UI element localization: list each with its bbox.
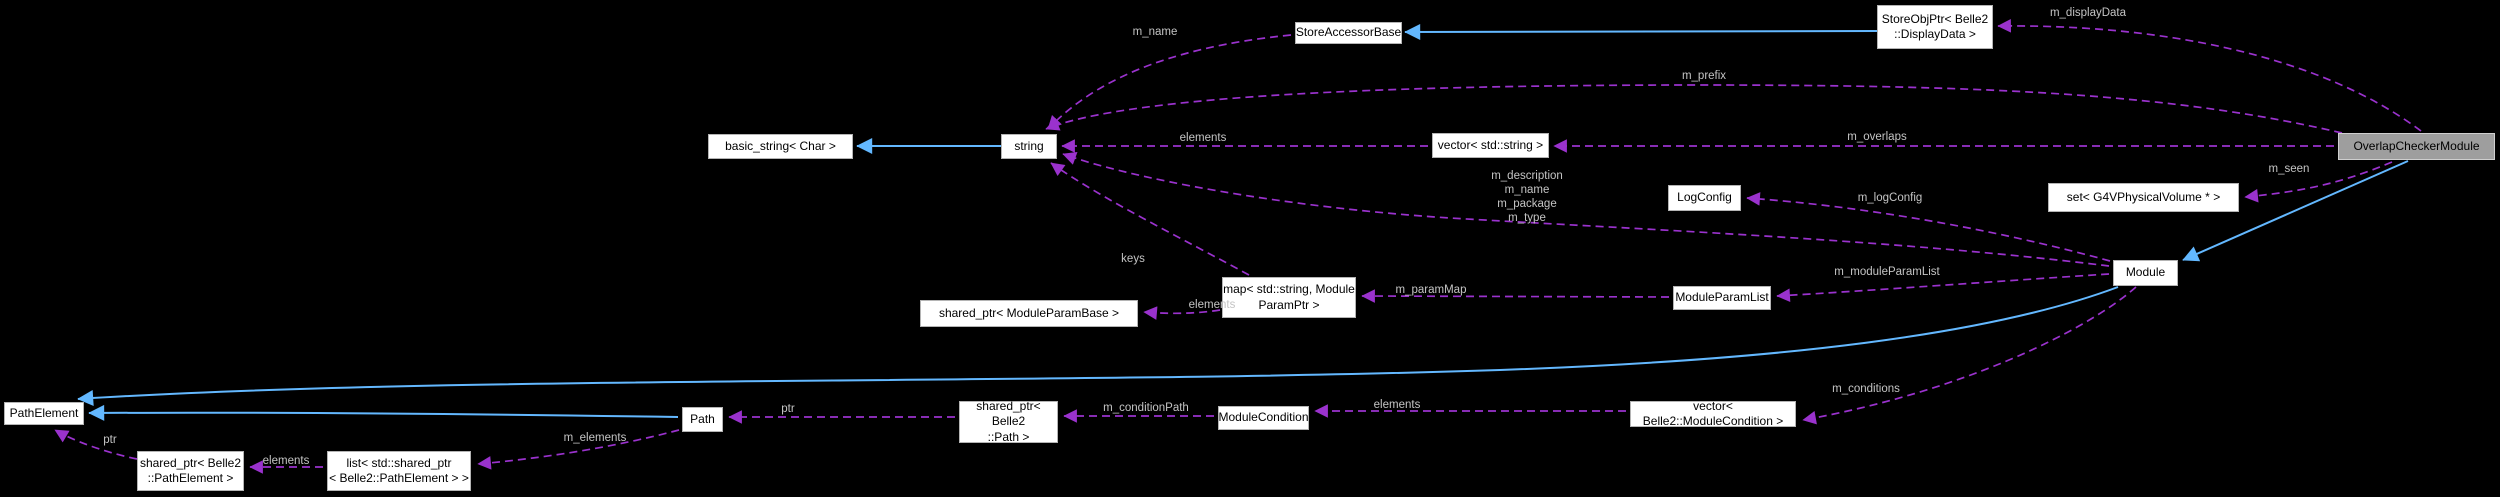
- node-store-accessor-base[interactable]: StoreAccessorBase: [1295, 22, 1402, 44]
- node-label: OverlapCheckerModule: [2353, 138, 2480, 153]
- node-log-config[interactable]: LogConfig: [1668, 185, 1741, 211]
- edge-m-seen: [2244, 161, 2393, 203]
- node-label: shared_ptr< Belle2 ::Path >: [976, 398, 1041, 444]
- edge-label-m-displaydata: m_displayData: [2049, 6, 2127, 19]
- node-label: PathElement: [9, 405, 79, 420]
- node-path-element[interactable]: PathElement: [4, 402, 84, 425]
- edge-module-string-members: [1062, 151, 2110, 267]
- node-label: vector< std::string >: [1437, 137, 1544, 152]
- node-shared-ptr-path: shared_ptr< Belle2 ::Path >: [959, 398, 1058, 444]
- edge-path-pathelement: [88, 404, 679, 421]
- node-label: vector< Belle2::ModuleCondition >: [1642, 398, 1784, 428]
- node-label: Path: [690, 411, 715, 426]
- node-label: StoreObjPtr< Belle2 ::DisplayData >: [1881, 11, 1989, 41]
- node-module-condition[interactable]: ModuleCondition: [1218, 406, 1309, 430]
- edge-m-name: [1047, 34, 1292, 130]
- node-label: shared_ptr< ModuleParamBase >: [938, 305, 1120, 320]
- edge-label-m-prefix: m_prefix: [1681, 69, 1727, 82]
- edge-m-conditions: [1802, 286, 2137, 425]
- node-label: LogConfig: [1677, 190, 1732, 205]
- edge-label-m-logconfig: m_logConfig: [1857, 191, 1923, 204]
- node-label: Module: [2125, 265, 2166, 280]
- node-vector-string: vector< std::string >: [1432, 133, 1549, 158]
- node-label: basic_string< Char >: [725, 138, 836, 153]
- edge-keys: [1050, 162, 1250, 276]
- edge-label-m-parammap: m_paramMap: [1395, 283, 1467, 296]
- node-label: set< G4VPhysicalVolume * >: [2066, 189, 2221, 204]
- node-vector-module-condition: vector< Belle2::ModuleCondition >: [1630, 398, 1796, 428]
- node-label: StoreAccessorBase: [1295, 25, 1402, 40]
- node-map-module-param: map< std::string, Module ParamPtr >: [1222, 277, 1356, 318]
- edge-label-elements-param-map: elements: [1188, 298, 1236, 311]
- node-store-obj-ptr[interactable]: StoreObjPtr< Belle2 ::DisplayData >: [1877, 5, 1993, 49]
- edge-elements-param-map: [1143, 306, 1221, 320]
- node-overlap-checker-module: OverlapCheckerModule: [2338, 133, 2495, 160]
- edge-m-prefix: [1045, 84, 2343, 134]
- edge-m-displaydata: [1997, 19, 2422, 132]
- edge-overlapchecker-module: [2182, 160, 2409, 262]
- edge-label-m-conditions: m_conditions: [1832, 382, 1900, 395]
- node-label: map< std::string, Module ParamPtr >: [1223, 282, 1355, 312]
- edge-label-m-conditionpath: m_conditionPath: [1103, 401, 1189, 414]
- edge-storeobjptr-storeaccessorbase: [1404, 23, 1878, 40]
- edge-label-elements-vector-string: elements: [1179, 131, 1227, 144]
- node-label: ModuleCondition: [1218, 410, 1309, 425]
- node-label: shared_ptr< Belle2 ::PathElement >: [139, 455, 242, 485]
- edge-label-ptr-path: ptr: [781, 402, 795, 415]
- edge-label-m-moduleparamlist: m_moduleParamList: [1834, 265, 1940, 278]
- node-list-shared-ptr-path-element: list< std::shared_ptr < Belle2::PathElem…: [327, 451, 471, 491]
- node-string: string: [1001, 134, 1057, 159]
- node-label: string: [1014, 138, 1044, 153]
- edge-m-logconfig: [1746, 192, 2111, 262]
- node-shared-ptr-path-element: shared_ptr< Belle2 ::PathElement >: [137, 451, 244, 491]
- edge-m-moduleparamlist: [1776, 273, 2110, 303]
- edge-label-m-seen: m_seen: [2268, 162, 2310, 175]
- edge-label-m-elements: m_elements: [563, 431, 627, 444]
- node-basic-string: basic_string< Char >: [708, 134, 853, 159]
- edge-label-m-overlaps: m_overlaps: [1847, 130, 1907, 143]
- edge-module-pathelement: [77, 286, 2119, 407]
- node-label: ModuleParamList: [1675, 290, 1769, 305]
- node-module[interactable]: Module: [2113, 260, 2178, 286]
- node-path[interactable]: Path: [682, 407, 723, 432]
- edge-label-ptr-pathelement: ptr: [103, 433, 117, 446]
- edge-label-module-string-members: m_description m_name m_package m_type: [1491, 169, 1563, 225]
- node-shared-ptr-module-param-base: shared_ptr< ModuleParamBase >: [920, 300, 1138, 327]
- edge-label-elements-path-list: elements: [262, 454, 310, 467]
- edge-label-keys: keys: [1121, 252, 1145, 265]
- node-module-param-list[interactable]: ModuleParamList: [1673, 286, 1771, 310]
- node-set-g4vphysicalvolume: set< G4VPhysicalVolume * >: [2048, 183, 2239, 212]
- edge-label-elements-conditions: elements: [1373, 398, 1421, 411]
- edge-ptr-pathelement: [54, 429, 138, 460]
- node-label: list< std::shared_ptr < Belle2::PathElem…: [329, 455, 469, 485]
- edge-label-m-name: m_name: [1132, 25, 1178, 38]
